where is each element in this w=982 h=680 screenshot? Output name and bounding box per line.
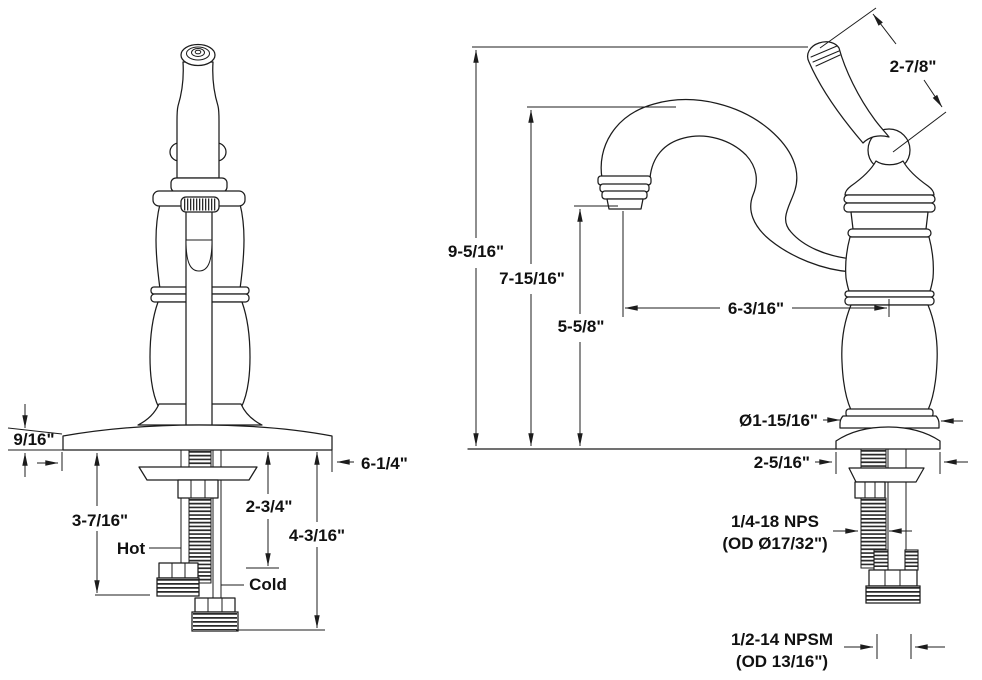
dim-plate-thickness: 9/16"	[13, 430, 54, 449]
upper-barrel-side	[845, 236, 934, 292]
dim-hot-supply-reach: 3-7/16"	[72, 511, 128, 530]
hot-label: Hot	[117, 539, 146, 558]
body-neck-side	[850, 211, 929, 230]
dim-spout-top-height: 7-15/16"	[499, 269, 565, 288]
shank-washer-side	[848, 467, 925, 483]
shank-washer-front	[138, 466, 258, 481]
mid-bead-1	[844, 290, 935, 298]
dim-cold-supply-reach: 4-3/16"	[289, 526, 345, 545]
handle-knob	[180, 43, 216, 67]
cold-label: Cold	[249, 575, 287, 594]
outlet-nozzle	[606, 198, 644, 210]
bonnet-dome	[844, 160, 935, 196]
side-view-dimensions: 9-5/16" 7-15/16" 5-5/8" 6-3/16" 2-7/8" Ø…	[448, 7, 968, 671]
dim-handle-length: 2-7/8"	[890, 57, 937, 76]
dim-spout-outlet-height: 5-5/8"	[558, 317, 605, 336]
dim-shank-thread-spec: 1/4-18 NPS	[731, 512, 819, 531]
bonnet-ring-1	[843, 194, 936, 204]
bonnet-ring-2	[843, 202, 936, 213]
dim-shank-thread-od: (OD Ø17/32")	[722, 534, 827, 553]
front-view-drawing	[62, 43, 333, 632]
handle-lever-side	[806, 41, 890, 144]
lower-barrel-side	[841, 304, 938, 411]
deck-base-side	[835, 426, 941, 450]
dim-supply-thread-spec: 1/2-14 NPSM	[731, 630, 833, 649]
dim-deck-plate-width: 6-1/4"	[361, 454, 408, 473]
base-flange	[839, 415, 940, 429]
handle-lever-front	[176, 61, 220, 179]
cold-fitting	[191, 597, 239, 632]
deck-plate-front	[62, 424, 333, 451]
neck-bead	[847, 228, 932, 238]
mounting-shank-front	[188, 449, 212, 584]
supply-hex-nut	[868, 569, 918, 587]
dim-shank-reach: 2-3/4"	[246, 497, 293, 516]
side-view-drawing	[467, 41, 941, 604]
spout-collar-band-1	[170, 177, 228, 193]
spout-side	[600, 99, 853, 273]
front-view-dimensions: 9/16" 6-1/4" 3-7/16" Hot 2-3/4" 4-3/16" …	[7, 404, 408, 631]
dim-supply-thread-od: (OD 13/16")	[736, 652, 828, 671]
mounting-shank-side	[860, 448, 887, 469]
dim-spout-reach: 6-3/16"	[728, 299, 784, 318]
hot-fitting	[156, 562, 200, 597]
shank-nut-side	[854, 481, 886, 499]
outlet-collar-band-3	[601, 190, 648, 200]
supply-slip-nut	[873, 549, 919, 571]
supply-threaded-end	[865, 585, 921, 604]
handle-tip-ridges	[810, 45, 841, 67]
spout-underside-curve	[185, 239, 213, 272]
dim-deck-base-width: 2-5/16"	[754, 453, 810, 472]
dim-base-diameter: Ø1-15/16"	[739, 411, 818, 430]
aerator	[180, 196, 220, 213]
dim-overall-height: 9-5/16"	[448, 242, 504, 261]
shank-nut-front	[177, 479, 219, 499]
